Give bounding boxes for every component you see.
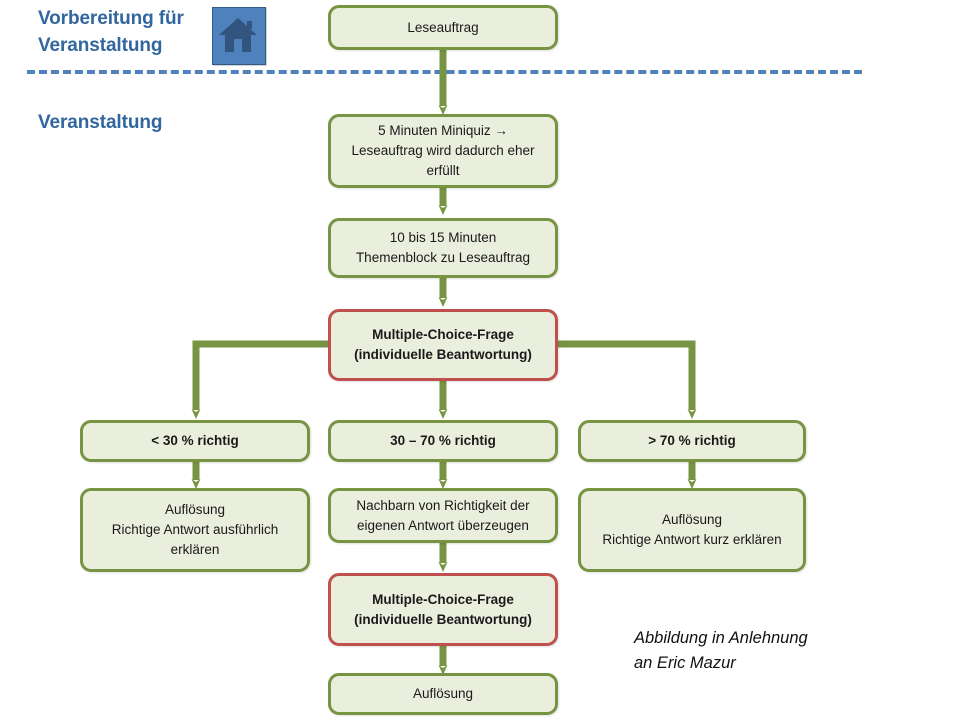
figure-source-caption: Abbildung in Anlehnung an Eric Mazur: [634, 629, 808, 672]
node-mc-question-second[interactable]: Multiple-Choice-Frage (individuelle Bean…: [328, 573, 558, 646]
node-mc-question-first[interactable]: Multiple-Choice-Frage (individuelle Bean…: [328, 309, 558, 381]
section-heading-event: Veranstaltung: [38, 112, 163, 133]
node-outcome-detailed-explanation[interactable]: Auflösung Richtige Antwort ausführlich e…: [80, 488, 310, 572]
node-final-resolution[interactable]: Auflösung: [328, 673, 558, 715]
house-icon: [212, 7, 266, 65]
node-outcome-convince-neighbours[interactable]: Nachbarn von Richtigkeit der eigenen Ant…: [328, 488, 558, 543]
node-miniquiz[interactable]: 5 Minuten Miniquiz → Leseauftrag wird da…: [328, 114, 558, 188]
node-branch-above-70[interactable]: > 70 % richtig: [578, 420, 806, 462]
node-outcome-short-explanation[interactable]: Auflösung Richtige Antwort kurz erklären: [578, 488, 806, 572]
section-heading-preparation: Vorbereitung für Veranstaltung: [38, 8, 184, 56]
node-reading-assignment[interactable]: Leseauftrag: [328, 5, 558, 50]
node-branch-below-30[interactable]: < 30 % richtig: [80, 420, 310, 462]
node-topic-block[interactable]: 10 bis 15 Minuten Themenblock zu Leseauf…: [328, 218, 558, 278]
node-branch-30-to-70[interactable]: 30 – 70 % richtig: [328, 420, 558, 462]
